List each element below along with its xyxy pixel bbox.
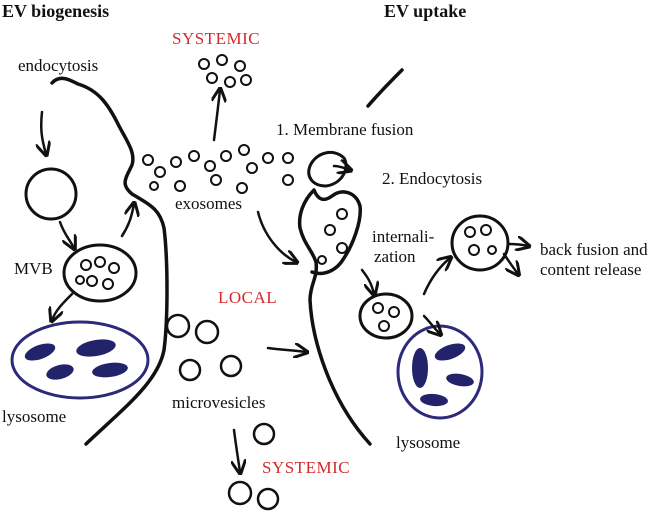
heading-ev-biogenesis: EV biogenesis: [2, 1, 110, 21]
endocytosed-vesicles: [317, 208, 348, 265]
arrow-to-lysosome-right: [422, 314, 440, 334]
label-back-fusion-2: content release: [540, 260, 642, 279]
lysosome-left-content: [24, 339, 128, 380]
fusion-bud: [307, 150, 348, 188]
label-local: LOCAL: [218, 288, 278, 307]
heading-ev-uptake: EV uptake: [384, 1, 467, 21]
internalized-vesicle: [358, 292, 414, 340]
label-exosomes: exosomes: [175, 194, 243, 213]
arrow-local: [266, 348, 306, 352]
arrow-internalization: [360, 268, 374, 294]
arrow-to-back-fusion: [422, 258, 450, 296]
systemic-exosomes-top: [198, 54, 252, 88]
label-endocytosis-left: endocytosis: [18, 56, 99, 75]
back-fusion-contents: [464, 224, 497, 256]
recipient-cell-membrane: [297, 188, 372, 446]
arrow-exosomes-to-recipient: [256, 210, 296, 262]
label-internalization-2: zation: [374, 247, 416, 266]
arrows: [41, 90, 528, 472]
arrow-mvb-to-membrane: [120, 204, 134, 238]
arrow-release-1: [506, 244, 528, 246]
donor-cell-membrane: [50, 76, 169, 446]
early-endosome: [24, 167, 78, 221]
label-mvb: MVB: [14, 259, 53, 278]
label-microvesicles: microvesicles: [172, 393, 266, 412]
arrow-systemic-bottom: [234, 428, 240, 472]
label-lysosome-left: lysosome: [2, 407, 67, 426]
arrow-fusion: [332, 166, 350, 170]
label-lysosome-right: lysosome: [396, 433, 461, 452]
arrow-mvb-to-lysosome: [52, 292, 74, 320]
label-systemic-top: SYSTEMIC: [172, 29, 261, 48]
microvesicles-cluster: [165, 313, 280, 511]
mvb: [62, 243, 138, 303]
label-back-fusion-1: back fusion and: [540, 240, 648, 259]
arrow-endocytosis: [41, 110, 46, 154]
mvb-vesicles: [75, 256, 120, 290]
internalized-vesicle-contents: [372, 302, 400, 332]
arrow-release-2: [502, 252, 518, 274]
arrow-systemic-top: [214, 90, 220, 142]
lysosome-left: [10, 320, 150, 400]
label-membrane-fusion: 1. Membrane fusion: [276, 120, 414, 139]
exosomes-cluster: [142, 144, 294, 194]
lysosome-right-content: [412, 343, 474, 407]
label-systemic-bottom: SYSTEMIC: [262, 458, 351, 477]
label-endocytosis-right: 2. Endocytosis: [382, 169, 483, 188]
recipient-membrane-top: [366, 68, 404, 108]
back-fusion-endosome: [450, 214, 510, 272]
arrow-to-mvb: [58, 220, 74, 248]
label-internalization-1: internali-: [372, 227, 435, 246]
